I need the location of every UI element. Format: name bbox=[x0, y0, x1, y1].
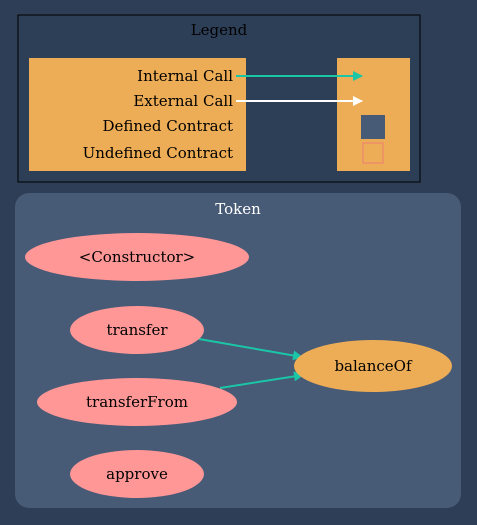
node-balanceOf-label: balanceOf bbox=[334, 357, 413, 375]
node-constructor[interactable]: <Constructor> bbox=[25, 233, 249, 281]
node-balanceOf-shape bbox=[294, 340, 452, 392]
edge-transferFrom-to-balanceOf bbox=[219, 371, 304, 389]
token-cluster: Token <Constructor> transfer transferFro… bbox=[15, 193, 461, 508]
legend-undefined-contract-label: Undefined Contract bbox=[83, 144, 233, 162]
legend-symbols-box bbox=[337, 58, 410, 171]
node-balanceOf[interactable]: balanceOf bbox=[294, 340, 452, 392]
node-transfer-label: transfer bbox=[106, 321, 168, 339]
token-cluster-title: Token bbox=[215, 200, 261, 218]
node-transferFrom-label: transferFrom bbox=[86, 393, 188, 411]
edge-transfer-to-balanceOf bbox=[198, 338, 303, 361]
node-approve-label: approve bbox=[106, 465, 168, 483]
legend-defined-contract-swatch bbox=[361, 115, 385, 139]
legend-labels-box bbox=[29, 58, 246, 171]
legend-undefined-contract-swatch bbox=[362, 142, 384, 164]
node-approve-shape bbox=[70, 450, 204, 498]
legend-internal-call-label: Internal Call bbox=[137, 67, 233, 85]
node-transferFrom[interactable]: transferFrom bbox=[37, 378, 237, 426]
node-constructor-shape bbox=[25, 233, 249, 281]
legend: Legend Internal Call External Call Defin… bbox=[17, 14, 421, 183]
legend-title: Legend bbox=[191, 21, 248, 39]
node-transfer-shape bbox=[70, 306, 204, 354]
node-transfer[interactable]: transfer bbox=[70, 306, 204, 354]
legend-defined-contract-label: Defined Contract bbox=[102, 117, 233, 135]
node-approve[interactable]: approve bbox=[70, 450, 204, 498]
node-constructor-label: <Constructor> bbox=[79, 248, 196, 266]
node-transferFrom-shape bbox=[37, 378, 237, 426]
legend-external-call-label: External Call bbox=[133, 92, 233, 110]
